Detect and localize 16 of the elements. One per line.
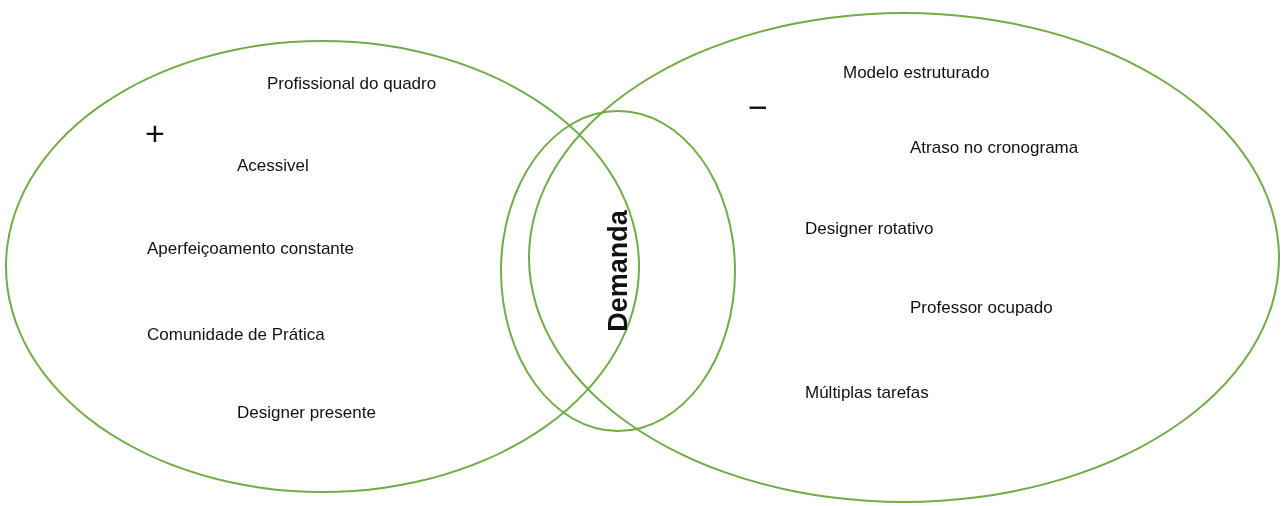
circle-label: Demanda — [607, 210, 629, 332]
item-text: Aperfeiçoamento constante — [147, 238, 354, 260]
item-text: Acessivel — [237, 155, 309, 177]
item-text: Atraso no cronograma — [910, 137, 1079, 159]
sign-symbol: − — [748, 90, 768, 124]
sign-symbol: + — [145, 116, 165, 150]
item-text: Designer presente — [237, 402, 376, 424]
item-text: Comunidade de Prática — [147, 324, 325, 346]
item-text: Professor ocupado — [910, 297, 1053, 319]
item-text: Designer rotativo — [805, 218, 934, 240]
venn-ellipse — [528, 12, 1280, 503]
venn-circle — [500, 110, 736, 432]
venn-ellipse — [5, 40, 640, 493]
item-text: Modelo estruturado — [843, 62, 990, 84]
item-text: Profissional do quadro — [267, 73, 437, 95]
item-text: Múltiplas tarefas — [805, 382, 929, 404]
